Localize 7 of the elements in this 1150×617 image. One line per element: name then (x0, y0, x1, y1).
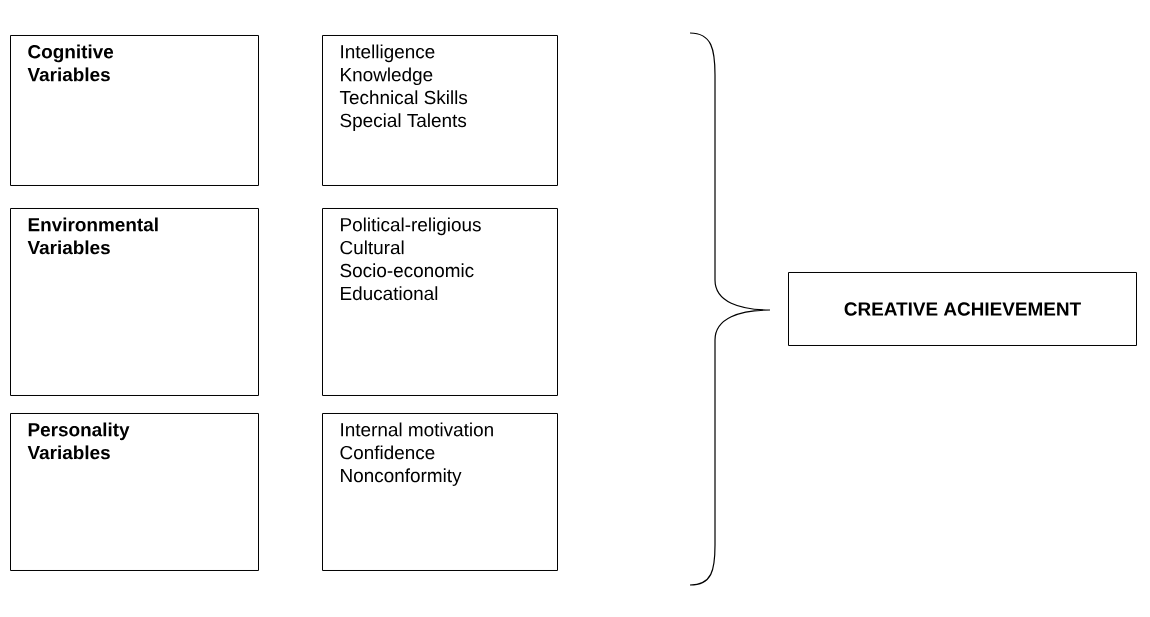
factor-box: Political-religious Cultural Socio-economic Educational (322, 208, 558, 396)
outcome-box: CREATIVE ACHIEVEMENT (788, 272, 1137, 346)
category-box: Cognitive Variables (10, 35, 259, 186)
category-box: Environmental Variables (10, 208, 259, 396)
category-box: Personality Variables (10, 413, 259, 571)
factor-box: Intelligence Knowledge Technical Skills Special Talents (322, 35, 558, 186)
factor-box: Internal motivation Confidence Nonconformity (322, 413, 558, 571)
